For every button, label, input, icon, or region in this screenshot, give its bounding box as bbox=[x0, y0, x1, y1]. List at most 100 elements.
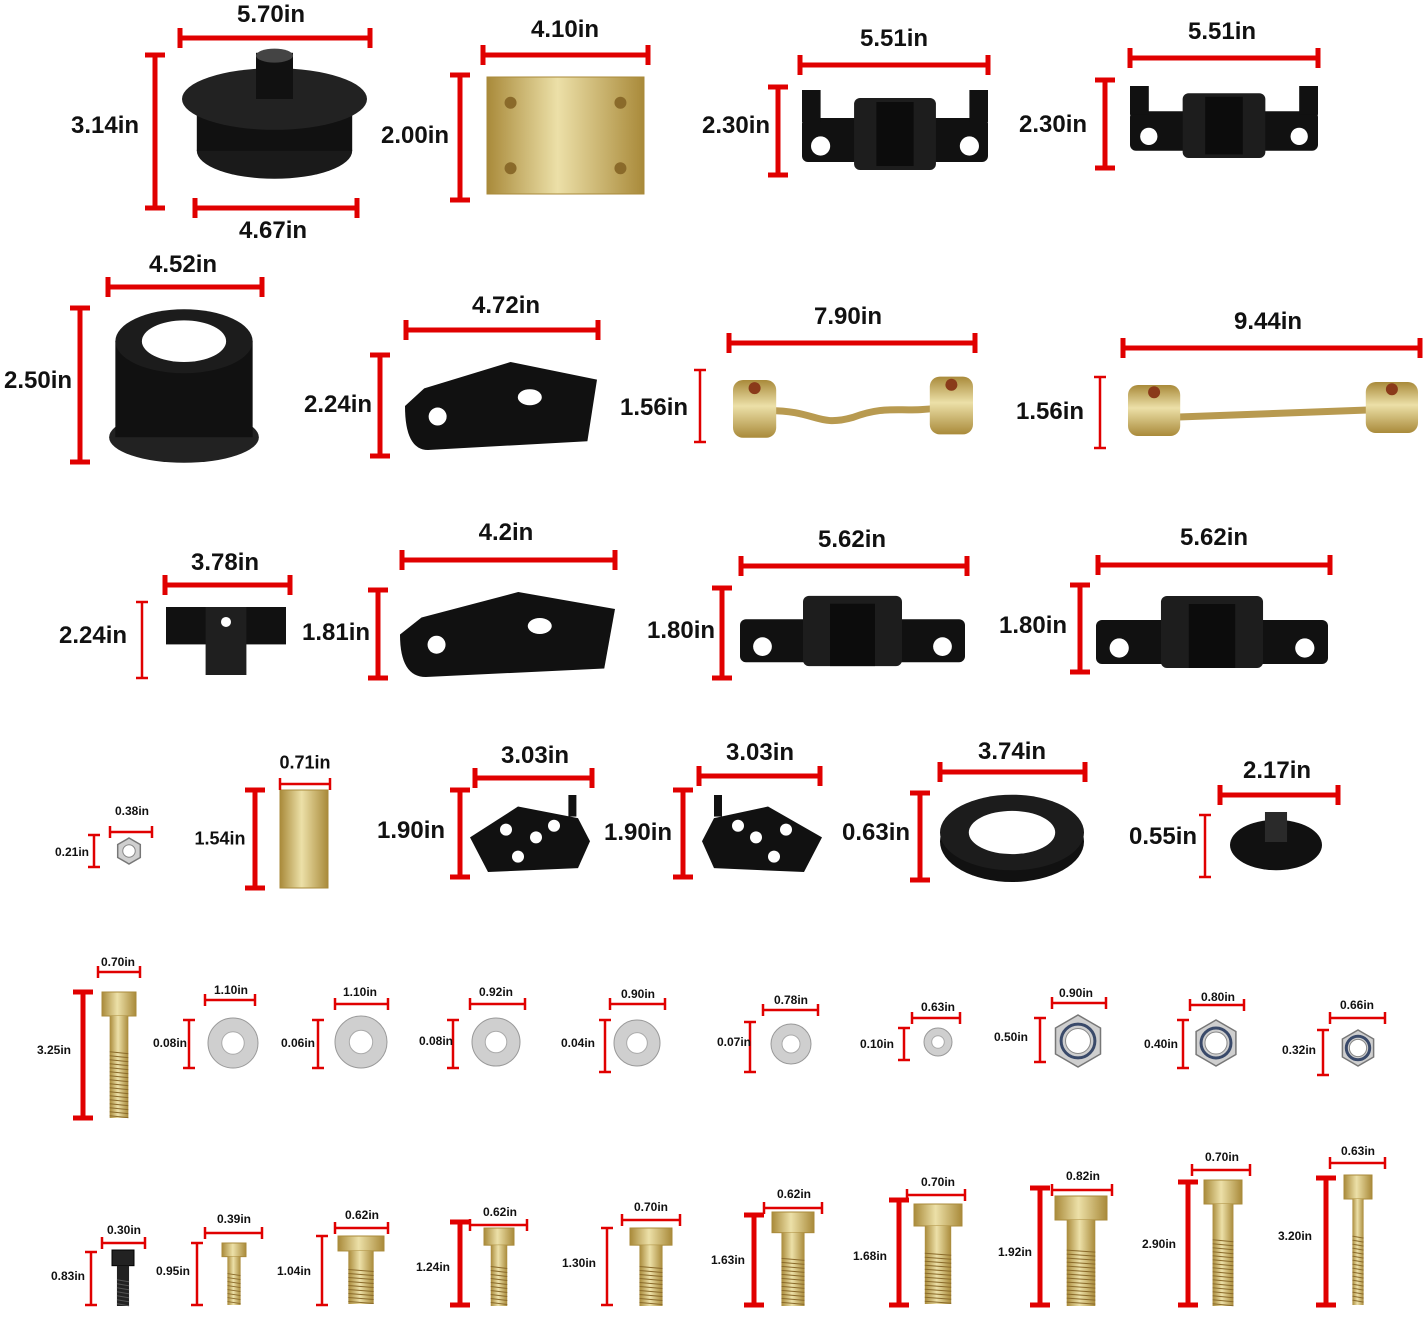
lock-nut-1-height-dimension-line bbox=[1034, 1016, 1046, 1064]
relocation-plate-right-width-label: 3.03in bbox=[725, 739, 795, 766]
bolt-5-height-label: 1.63in bbox=[710, 1253, 746, 1267]
bolt-8-width-label: 0.70in bbox=[1204, 1150, 1240, 1164]
coil-spacer-front-width-dimension-line bbox=[177, 28, 373, 48]
sway-bar-bracket-left-height-label: 2.30in bbox=[701, 112, 771, 139]
brake-line-tab-image bbox=[166, 607, 286, 675]
washer-1-height-dimension-line bbox=[183, 1018, 195, 1070]
relocation-plate-left-height-dimension-line bbox=[450, 787, 470, 880]
washer-3-height-label: 0.08in bbox=[418, 1034, 454, 1048]
bolt-3-image bbox=[483, 1227, 515, 1306]
track-bar-bracket-width-label: 4.72in bbox=[471, 292, 541, 319]
bolt-6-height-dimension-line bbox=[889, 1197, 909, 1308]
washer-5-image bbox=[770, 1023, 812, 1065]
coil-spacer-front-height-label: 3.14in bbox=[70, 112, 140, 139]
bolt-4-width-dimension-line bbox=[620, 1214, 682, 1226]
bolt-2-height-label: 1.04in bbox=[276, 1264, 312, 1278]
washer-2-width-label: 1.10in bbox=[342, 985, 378, 999]
ring-spacer-height-label: 0.63in bbox=[841, 819, 911, 846]
bolt-1-image bbox=[221, 1242, 247, 1305]
coil-spacer-front-width-label: 5.70in bbox=[236, 1, 306, 28]
long-bolt-height-dimension-line bbox=[73, 989, 93, 1121]
coil-spacer-rear-width-label: 4.52in bbox=[148, 251, 218, 278]
coil-spacer-front-image bbox=[182, 48, 367, 179]
bolt-5-image bbox=[771, 1211, 815, 1306]
relocation-plate-left-image bbox=[470, 795, 590, 872]
bolt-6-image bbox=[913, 1203, 963, 1304]
coil-spacer-rear-width-dimension-line bbox=[105, 277, 265, 297]
ring-spacer-image bbox=[940, 794, 1084, 882]
washer-4-image bbox=[613, 1019, 661, 1067]
washer-3-width-dimension-line bbox=[468, 998, 527, 1010]
sway-bar-bracket-right-image bbox=[1130, 86, 1318, 158]
lock-nut-2-image bbox=[1195, 1019, 1237, 1067]
bolt-2-width-dimension-line bbox=[333, 1222, 390, 1234]
brake-line-tab-height-dimension-line bbox=[136, 600, 148, 680]
bar-bushing-bracket-right-width-dimension-line bbox=[1095, 555, 1333, 575]
bump-stop-block-image bbox=[486, 76, 645, 195]
washer-1-width-label: 1.10in bbox=[213, 983, 249, 997]
bolt-8-height-dimension-line bbox=[1178, 1179, 1198, 1308]
brake-line-tab-height-label: 2.24in bbox=[58, 622, 128, 649]
sway-link-rear-width-dimension-line bbox=[1120, 338, 1423, 358]
bolt-7-image bbox=[1054, 1195, 1108, 1306]
bolt-4-height-dimension-line bbox=[601, 1226, 613, 1307]
long-bolt-image bbox=[101, 991, 137, 1119]
bolt-9-image bbox=[1343, 1174, 1373, 1305]
bar-bushing-bracket-left-height-dimension-line bbox=[712, 585, 732, 681]
sway-link-front-image bbox=[733, 376, 973, 438]
track-bar-bracket-height-dimension-line bbox=[370, 352, 390, 459]
long-bolt-height-label: 3.25in bbox=[36, 1043, 72, 1057]
bolt-7-height-dimension-line bbox=[1030, 1185, 1050, 1308]
washer-4-height-dimension-line bbox=[599, 1018, 611, 1074]
disc-nut-width-dimension-line bbox=[1217, 785, 1341, 805]
ring-spacer-width-dimension-line bbox=[937, 762, 1088, 782]
small-nut-width-dimension-line bbox=[108, 826, 154, 838]
sway-link-front-width-dimension-line bbox=[726, 333, 978, 353]
bump-stop-block-width-dimension-line bbox=[480, 45, 651, 65]
washer-1-width-dimension-line bbox=[203, 994, 257, 1006]
drop-bracket-width-label: 4.2in bbox=[478, 519, 534, 546]
lock-nut-2-width-dimension-line bbox=[1188, 999, 1246, 1011]
small-nut-image bbox=[116, 837, 142, 865]
coil-spacer-front-base-dimension-line bbox=[192, 198, 360, 218]
ring-spacer-height-dimension-line bbox=[910, 790, 930, 883]
bolt-7-width-label: 0.82in bbox=[1065, 1169, 1101, 1183]
bump-stop-block-height-label: 2.00in bbox=[380, 122, 450, 149]
small-nut-height-label: 0.21in bbox=[54, 845, 90, 859]
washer-6-width-dimension-line bbox=[910, 1012, 962, 1024]
bump-stop-block-width-label: 4.10in bbox=[530, 16, 600, 43]
sway-bar-bracket-right-width-label: 5.51in bbox=[1187, 18, 1257, 45]
washer-1-height-label: 0.08in bbox=[152, 1036, 188, 1050]
relocation-plate-left-width-label: 3.03in bbox=[500, 742, 570, 769]
brake-line-tab-width-dimension-line bbox=[162, 575, 293, 595]
bolt-2-height-dimension-line bbox=[316, 1234, 328, 1307]
sway-link-rear-image bbox=[1128, 382, 1418, 436]
drop-bracket-image bbox=[400, 592, 615, 677]
bolt-8-width-dimension-line bbox=[1190, 1164, 1252, 1176]
bolt-1-height-dimension-line bbox=[191, 1241, 203, 1307]
coil-spacer-front-base-label: 4.67in bbox=[238, 217, 308, 244]
lock-nut-1-width-label: 0.90in bbox=[1058, 986, 1094, 1000]
sway-link-front-height-dimension-line bbox=[694, 368, 706, 444]
sway-bar-bracket-left-height-dimension-line bbox=[768, 84, 788, 178]
washer-2-height-dimension-line bbox=[312, 1018, 324, 1070]
washer-3-image bbox=[471, 1017, 521, 1067]
bolt-4-height-label: 1.30in bbox=[561, 1256, 597, 1270]
relocation-plate-right-height-dimension-line bbox=[673, 787, 693, 880]
lock-nut-3-width-dimension-line bbox=[1328, 1012, 1387, 1024]
coil-spacer-rear-image bbox=[109, 309, 259, 463]
bolt-9-height-label: 3.20in bbox=[1277, 1229, 1313, 1243]
disc-nut-height-dimension-line bbox=[1199, 813, 1211, 879]
track-bar-bracket-height-label: 2.24in bbox=[303, 391, 373, 418]
relocation-plate-left-width-dimension-line bbox=[472, 768, 595, 788]
bolt-5-width-dimension-line bbox=[762, 1202, 824, 1214]
bolt-6-width-dimension-line bbox=[905, 1189, 967, 1201]
bolt-2-image bbox=[337, 1235, 385, 1305]
lock-nut-3-image bbox=[1341, 1029, 1375, 1067]
long-bolt-width-label: 0.70in bbox=[100, 955, 136, 969]
bolt-9-width-dimension-line bbox=[1328, 1157, 1387, 1169]
washer-6-height-dimension-line bbox=[898, 1026, 910, 1062]
washer-3-height-dimension-line bbox=[447, 1018, 459, 1070]
